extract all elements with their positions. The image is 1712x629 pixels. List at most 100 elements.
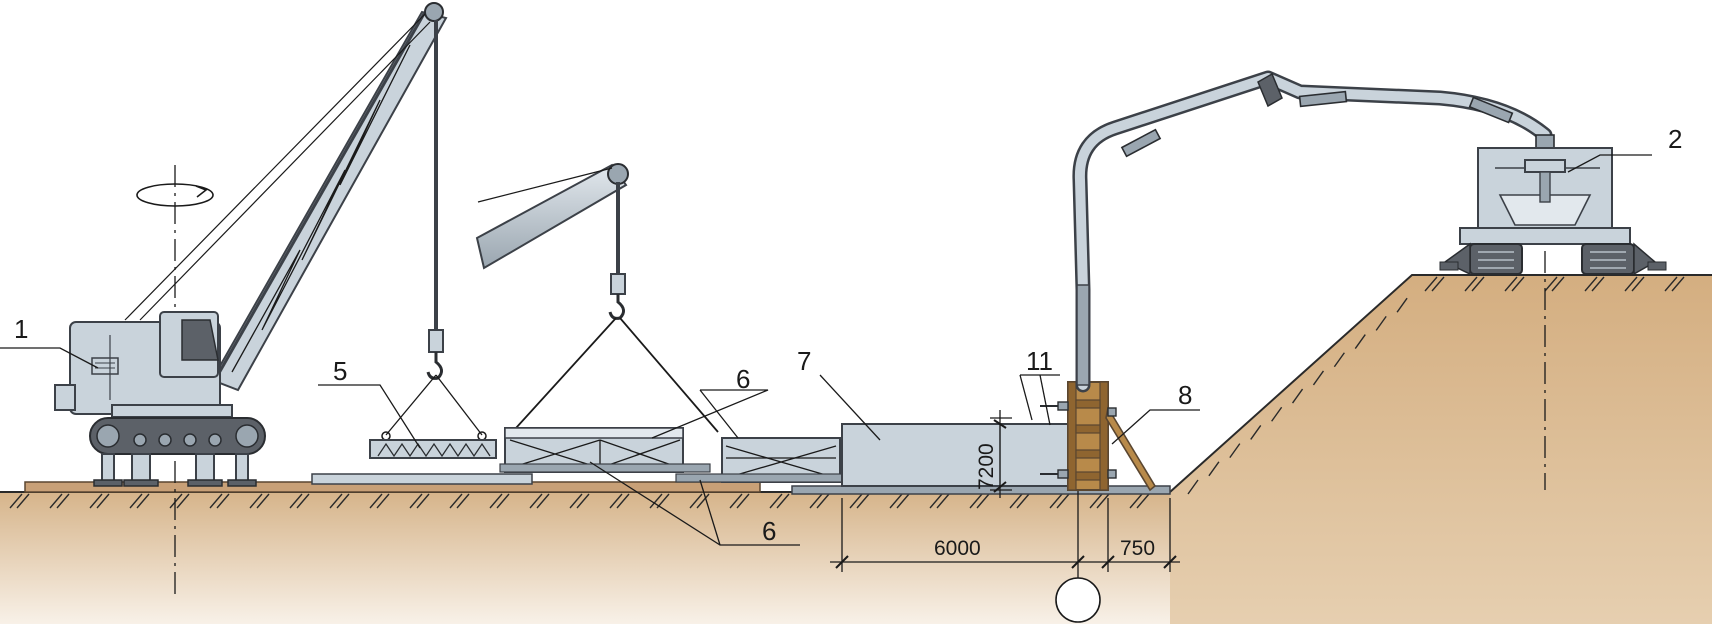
ground-hatch <box>1187 479 1199 495</box>
ground-hatch <box>696 493 710 509</box>
ground-hatch <box>616 493 630 509</box>
ground-hatch <box>576 493 590 509</box>
ground-hatch <box>896 493 910 509</box>
ground-hatch <box>1396 297 1408 313</box>
label-ties: 11 <box>1026 346 1053 376</box>
ground-hatch <box>1056 493 1070 509</box>
ground-hatch <box>449 493 463 509</box>
ground-hatch <box>1664 276 1678 292</box>
dimension-lines <box>830 410 1180 623</box>
ground-hatch <box>1096 493 1110 509</box>
ground-hatch <box>1009 493 1023 509</box>
ground-hatch <box>1271 406 1283 422</box>
ground-hatch <box>849 493 863 509</box>
label-formwork: 8 <box>1178 380 1192 410</box>
ground-hatch <box>1375 315 1387 331</box>
ground-hatch <box>16 493 30 509</box>
rotation-arrow-icon <box>136 183 214 207</box>
ground-hatch <box>1016 493 1030 509</box>
ground-hatch <box>1333 352 1345 368</box>
ground-hatch <box>889 493 903 509</box>
ground-hatch <box>1671 276 1685 292</box>
ground-hatch <box>1250 425 1262 440</box>
ground-hatch <box>256 493 270 509</box>
ground-hatch <box>1511 276 1525 292</box>
ground-hatch <box>1631 276 1645 292</box>
ground-hatch <box>1544 276 1558 292</box>
label-panel-top: 6 <box>736 364 750 394</box>
ground-hatch <box>1624 276 1638 292</box>
callout-labels: 1 2 5 6 6 7 8 11 6000 750 7200 <box>14 124 1682 560</box>
ground-hatch <box>296 493 310 509</box>
ground-hatch <box>289 493 303 509</box>
ground-hatch <box>1464 276 1478 292</box>
dimension-offset: 750 <box>1120 537 1155 560</box>
ground-hatch <box>1208 461 1220 477</box>
ground-hatch <box>769 493 783 509</box>
ground-plates <box>24 473 1171 495</box>
ground-hatch <box>809 493 823 509</box>
ground-hatch <box>1291 388 1304 404</box>
axis-marker <box>1055 577 1101 623</box>
dimension-height: 7200 <box>975 443 998 490</box>
ground-hatch <box>536 493 550 509</box>
second-crane-boom <box>475 163 719 433</box>
ground-hatch <box>816 493 830 509</box>
ground-hatch <box>1354 334 1366 349</box>
ground-hatch <box>329 493 343 509</box>
ground-hatch <box>456 493 470 509</box>
ground-hatch <box>56 493 70 509</box>
ground-hatch <box>416 493 430 509</box>
ground-hatch <box>689 493 703 509</box>
label-pump: 2 <box>1668 124 1682 154</box>
ground-hatch <box>1471 276 1485 292</box>
dimension-length: 6000 <box>934 537 981 560</box>
ground-hatch <box>1089 493 1103 509</box>
callout-leaders <box>0 154 1652 546</box>
label-panel-bottom: 6 <box>762 516 776 546</box>
ground-hatch <box>529 493 543 509</box>
ground-hatch <box>249 493 263 509</box>
ground-hatch <box>209 493 223 509</box>
ground-hatch <box>929 493 943 509</box>
ground-hatch <box>736 493 750 509</box>
crawler-crane <box>54 2 448 487</box>
ground-hatch <box>1551 276 1565 292</box>
ground-hatch <box>89 493 103 509</box>
ground-hatch <box>216 493 230 509</box>
formwork-panels <box>499 427 843 483</box>
ground-hatch <box>1312 370 1325 386</box>
wooden-formwork <box>1040 381 1157 492</box>
hanging-slab <box>369 374 497 459</box>
ground-hatch <box>409 493 423 509</box>
hook-icon <box>426 352 443 380</box>
ground-hatch <box>376 493 390 509</box>
ground-hatch <box>336 493 350 509</box>
ground-hatch <box>1129 493 1143 509</box>
ground-hatch <box>569 493 583 509</box>
ground-hatch <box>49 493 63 509</box>
ground-hatch <box>856 493 870 509</box>
ground-hatch <box>176 493 190 509</box>
ground-hatch <box>1136 493 1150 509</box>
ground-hatch <box>369 493 383 509</box>
ground-hatch <box>169 493 183 509</box>
ground-hatch <box>496 493 510 509</box>
ground-hatch <box>1049 493 1063 509</box>
ground-hatch <box>936 493 950 509</box>
ground-hatch <box>489 493 503 509</box>
ground-hatch <box>129 493 143 509</box>
ground-hatch <box>1504 276 1518 292</box>
ground-hatch <box>609 493 623 509</box>
label-slab: 5 <box>333 356 347 386</box>
ground-hatch <box>1584 276 1598 292</box>
ground-hatch <box>969 493 983 509</box>
ground-hatch <box>1591 276 1605 292</box>
ground-hatch <box>1424 276 1438 292</box>
concrete-pump-truck <box>1439 147 1667 276</box>
ground-hatch <box>1431 276 1445 292</box>
ground-hatch <box>729 493 743 509</box>
ground-hatch <box>136 493 150 509</box>
label-crane: 1 <box>14 314 28 344</box>
